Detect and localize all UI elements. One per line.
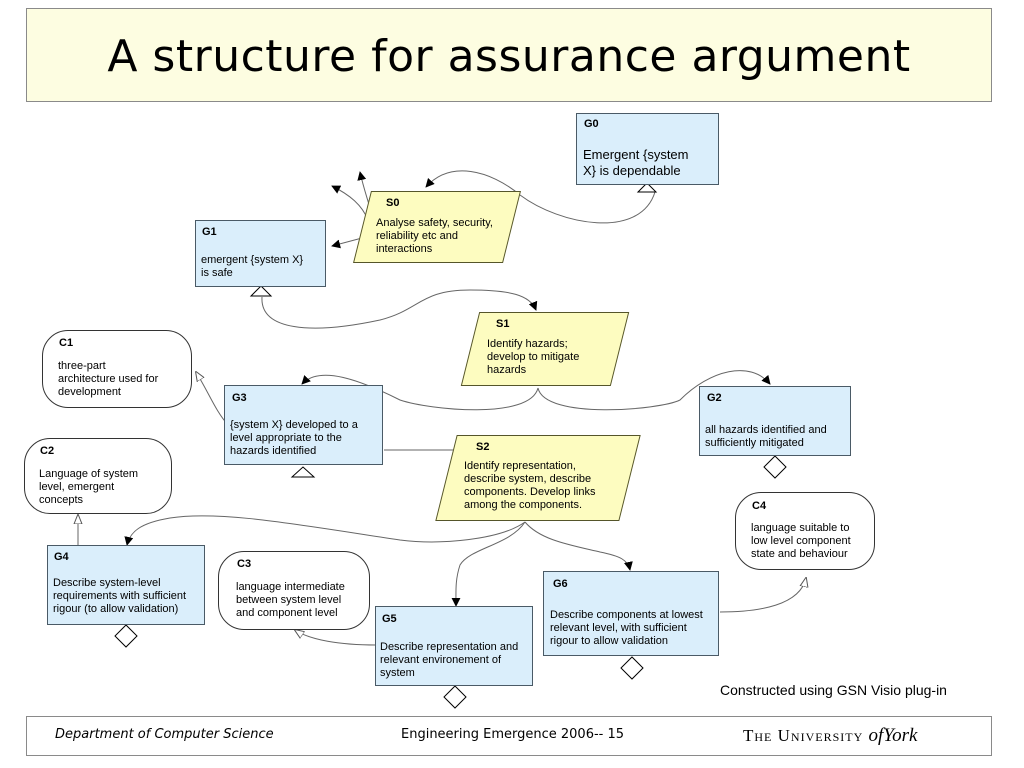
context-c1: C1 three-part architecture used for deve… [42, 330, 192, 408]
strategy-s0: S0 Analyse safety, security, reliability… [353, 191, 521, 263]
university-prefix: The University [743, 726, 864, 745]
strategy-s1: S1 Identify hazards; develop to mitigate… [460, 312, 630, 386]
link-g1-s1 [261, 289, 538, 329]
g1-undeveloped-triangle [249, 285, 273, 297]
university-york: York [883, 725, 918, 746]
strategy-s0-id: S0 [386, 197, 400, 209]
context-c3-id: C3 [237, 558, 252, 570]
goal-g6-id: G6 [553, 578, 568, 590]
university-of: of [868, 725, 884, 746]
g3-undeveloped-triangle [290, 466, 316, 478]
context-c4-id: C4 [752, 500, 767, 512]
goal-g2-text: all hazards identified and sufficiently … [705, 424, 827, 449]
slide-title: A structure for assurance argument [107, 31, 911, 82]
strategy-s0-text: Analyse safety, security, reliability et… [376, 217, 493, 255]
university-logo: The University ofYork [743, 725, 917, 747]
link-s2-g6 [524, 521, 633, 571]
link-g0-s0 [425, 170, 656, 224]
goal-g2-id: G2 [707, 392, 722, 404]
goal-g4: G4 Describe system-level requirements wi… [47, 545, 205, 625]
link-s1-g2 [537, 370, 771, 411]
context-c4-text: language suitable to low level component… [751, 522, 851, 560]
goal-g2: G2 all hazards identified and sufficient… [699, 386, 851, 456]
context-c2: C2 Language of system level, emergent co… [24, 438, 172, 514]
link-g5-c3 [295, 630, 377, 646]
context-c4: C4 language suitable to low level compon… [735, 492, 875, 570]
goal-g4-id: G4 [54, 551, 69, 563]
strategy-s2-text: Identify representation, describe system… [464, 460, 596, 511]
conference-label: Engineering Emergence 2006-- 15 [401, 727, 625, 742]
goal-g6-text: Describe components at lowest relevant l… [550, 609, 703, 647]
tool-note: Constructed using GSN Visio plug-in [720, 682, 947, 698]
context-c3: C3 language intermediate between system … [218, 551, 370, 630]
strategy-s1-id: S1 [496, 318, 510, 330]
department-name: Department of Computer Science [55, 727, 274, 742]
goal-g1: G1 emergent {system X} is safe [195, 220, 326, 287]
context-c1-text: three-part architecture used for develop… [58, 360, 159, 398]
context-c2-text: Language of system level, emergent conce… [39, 468, 139, 506]
g0-undeveloped-triangle [636, 182, 658, 193]
goal-g6: G6 Describe components at lowest relevan… [543, 571, 719, 656]
link-s1-g3 [301, 374, 539, 411]
link-g6-c4 [719, 578, 806, 613]
goal-g3: G3 {system X} developed to a level appro… [224, 385, 383, 465]
g2-undeveloped-diamond [763, 455, 787, 479]
goal-g4-text: Describe system-level requirements with … [53, 577, 187, 615]
g5-undeveloped-diamond [443, 685, 467, 709]
link-s2-g5 [451, 521, 526, 607]
goal-g0: G0 Emergent {system X} is dependable [576, 113, 719, 185]
goal-g5: G5 Describe representation and relevant … [375, 606, 533, 686]
context-c3-text: language intermediate between system lev… [236, 581, 345, 619]
goal-g1-text: emergent {system X} is safe [201, 254, 304, 279]
goal-g3-text: {system X} developed to a level appropri… [230, 419, 358, 457]
strategy-s1-text: Identify hazards; develop to mitigate ha… [487, 338, 580, 376]
goal-g0-id: G0 [584, 118, 599, 130]
strategy-s2: S2 Identify representation, describe sys… [435, 435, 641, 521]
slide-footer: Department of Computer Science Engineeri… [26, 716, 992, 756]
goal-g0-text: Emergent {system X} is dependable [583, 147, 689, 178]
goal-g5-text: Describe representation and relevant env… [380, 641, 519, 679]
context-c1-id: C1 [59, 337, 74, 349]
strategy-s2-id: S2 [476, 441, 490, 453]
g6-undeveloped-diamond [620, 656, 644, 680]
title-banner: A structure for assurance argument [26, 8, 992, 102]
g4-undeveloped-diamond [114, 624, 138, 648]
goal-g3-id: G3 [232, 392, 247, 404]
goal-g5-id: G5 [382, 613, 397, 625]
context-c2-id: C2 [40, 445, 55, 457]
link-s0-g1 [331, 237, 363, 249]
link-s2-g4 [124, 515, 526, 546]
goal-g1-id: G1 [202, 226, 217, 238]
